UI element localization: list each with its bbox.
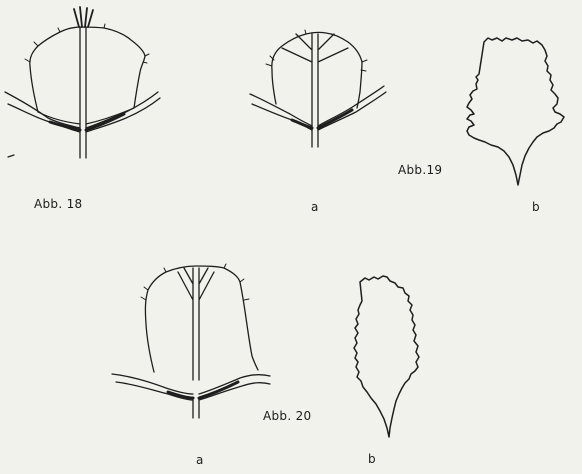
abb19b-leaf-outline bbox=[467, 38, 564, 185]
abb18-outline-teeth bbox=[25, 24, 149, 63]
abb20a-midrib bbox=[178, 268, 214, 380]
abb18-drawing bbox=[5, 7, 160, 158]
abb20a-outline-teeth bbox=[141, 264, 249, 300]
abb19b-label: b bbox=[532, 200, 540, 214]
abb18-basal-veins bbox=[5, 92, 160, 132]
abb20a-cell-outline bbox=[145, 266, 258, 372]
abb20-caption: Abb. 20 bbox=[263, 409, 311, 423]
abb20b-label: b bbox=[368, 452, 376, 466]
abb20b-leaf-outline bbox=[354, 276, 419, 437]
abb19a-outline-teeth bbox=[266, 30, 367, 71]
abb18-stray-mark bbox=[8, 155, 14, 157]
abb19a-cell-outline bbox=[272, 32, 362, 108]
abb19b-drawing bbox=[467, 38, 564, 185]
abb20b-drawing bbox=[354, 276, 419, 437]
abb18-caption: Abb. 18 bbox=[34, 197, 82, 211]
abb19-caption: Abb.19 bbox=[398, 163, 442, 177]
abb19a-drawing bbox=[250, 30, 386, 147]
abb18-midrib bbox=[80, 27, 86, 158]
abb18-cell-outline bbox=[30, 27, 145, 112]
abb20a-basal-veins bbox=[112, 374, 270, 400]
abb19a-stalk bbox=[312, 130, 318, 147]
abb20a-label: a bbox=[196, 453, 204, 467]
abb20a-stalk bbox=[193, 400, 199, 418]
abb18-top-tuft bbox=[74, 7, 93, 27]
abb20a-drawing bbox=[112, 264, 270, 418]
abb19a-label: a bbox=[311, 200, 319, 214]
